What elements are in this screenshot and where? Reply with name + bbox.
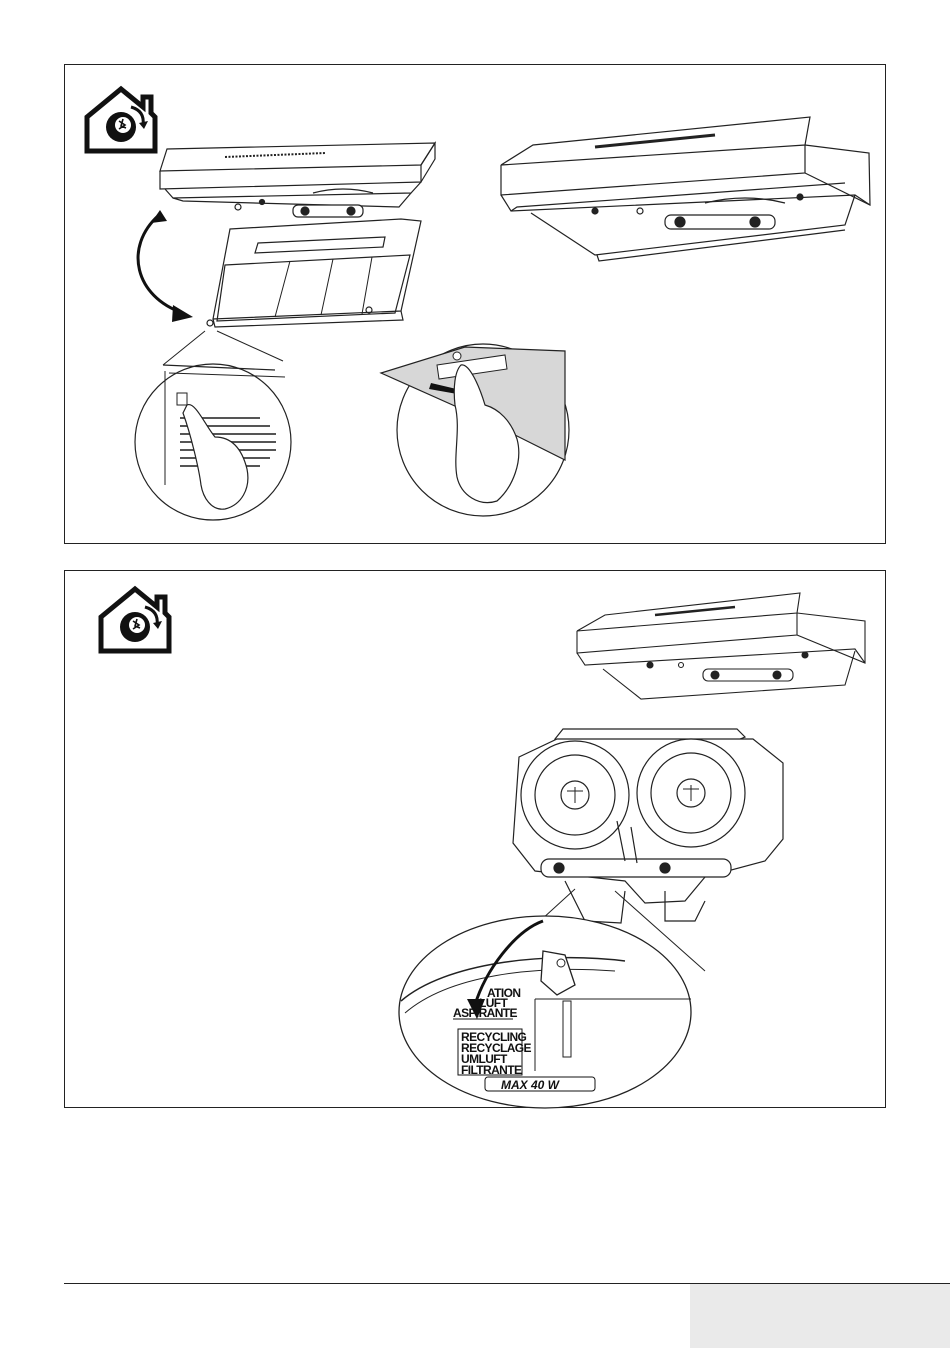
switch-label-recycling-4: FILTRANTE: [461, 1063, 522, 1077]
lamp-rating-label: MAX 40 W: [501, 1078, 561, 1092]
hood-closed-drawing: [577, 593, 865, 699]
filter-removal-illustration: [65, 65, 887, 545]
hood-closed-drawing: [501, 117, 870, 261]
switch-detail-magnifier: ATION LUFT ASPIRANTE RECYCLING RECYCLAGE…: [399, 916, 691, 1108]
recirculation-house-icon: [87, 89, 155, 151]
filter-push-magnifier: [381, 344, 569, 516]
recycling-switch-illustration: ATION LUFT ASPIRANTE RECYCLING RECYCLAGE…: [65, 571, 887, 1109]
motor-housing-drawing: [513, 729, 783, 923]
recirculation-house-icon: [101, 589, 169, 651]
instruction-panel-recycling-switch: ATION LUFT ASPIRANTE RECYCLING RECYCLAGE…: [64, 570, 886, 1108]
page-number-box: [690, 1284, 950, 1348]
hood-open-filter-drawing: [138, 143, 435, 327]
switch-label-extraction-c: ASPIRANTE: [453, 1006, 518, 1020]
instruction-panel-filter-removal: [64, 64, 886, 544]
latch-detail-magnifier: [135, 331, 291, 520]
